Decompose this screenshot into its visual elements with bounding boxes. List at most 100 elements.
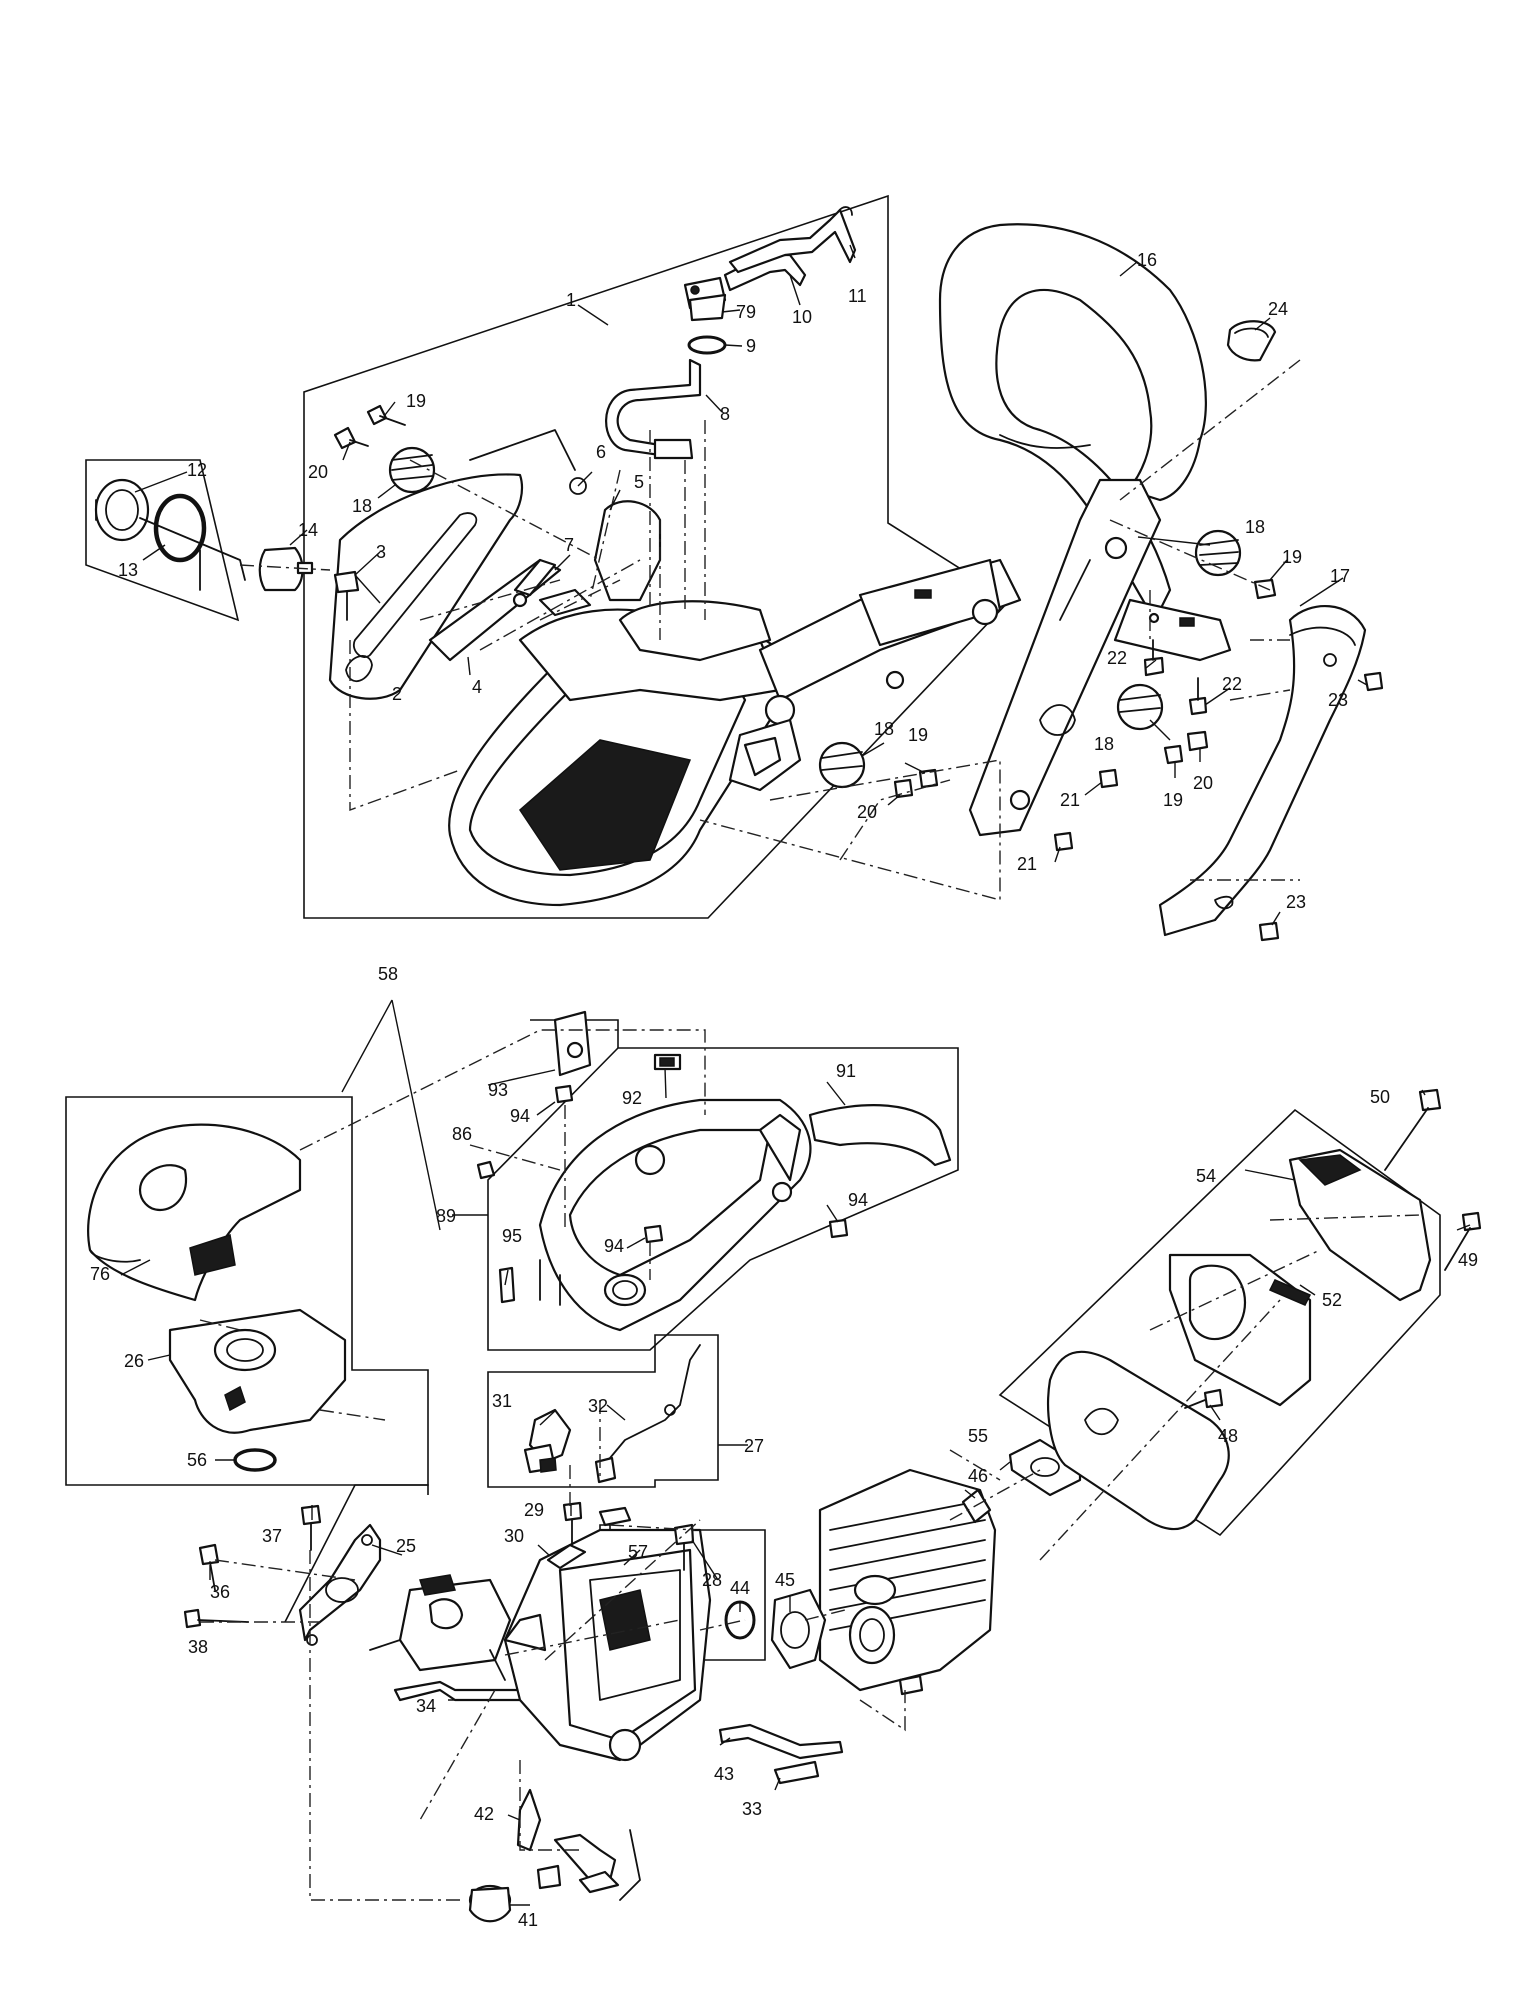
callout-43: 43 bbox=[714, 1764, 734, 1784]
cover-part-5 bbox=[593, 500, 662, 602]
callout-22-upper: 22 bbox=[1107, 648, 1127, 668]
muffler-body bbox=[1047, 1350, 1230, 1531]
fuel-cap-group-frame bbox=[85, 459, 240, 622]
callout-19-left: 19 bbox=[406, 391, 426, 411]
callout-57: 57 bbox=[628, 1542, 648, 1562]
callout-54: 54 bbox=[1196, 1166, 1216, 1186]
screw-part-37 bbox=[300, 1504, 322, 1551]
screw-part-21-lower bbox=[1053, 831, 1074, 852]
side-handle-part-17 bbox=[1158, 604, 1367, 937]
housing-part-89 bbox=[538, 1098, 812, 1332]
o-ring-part-13 bbox=[153, 493, 207, 563]
bracket-part-93 bbox=[553, 1010, 592, 1077]
callout-23-upper: 23 bbox=[1328, 690, 1348, 710]
screw-part-36 bbox=[198, 1543, 220, 1591]
callout-50: 50 bbox=[1370, 1087, 1390, 1107]
screw-part-19-left bbox=[366, 404, 406, 426]
bolt-part-50 bbox=[1384, 1088, 1442, 1171]
cover-part-26 bbox=[168, 1308, 347, 1434]
callout-38: 38 bbox=[188, 1637, 208, 1657]
plate-part-57 bbox=[598, 1506, 632, 1527]
mount-part-25 bbox=[298, 1523, 382, 1646]
plate-part-92 bbox=[653, 1053, 682, 1071]
mount-plate bbox=[1113, 598, 1232, 662]
callout-30: 30 bbox=[504, 1526, 524, 1546]
screw-part-29 bbox=[562, 1501, 583, 1546]
callout-48: 48 bbox=[1218, 1426, 1238, 1446]
screw-part-22-upper bbox=[1143, 639, 1165, 677]
bottom-assembly bbox=[65, 1010, 1482, 1923]
switch-part-31 bbox=[523, 1408, 572, 1474]
callout-20-mid: 20 bbox=[857, 802, 877, 822]
callout-58: 58 bbox=[378, 964, 398, 984]
callout-6: 6 bbox=[596, 442, 606, 462]
callout-41: 41 bbox=[518, 1910, 538, 1930]
side-cover-part-2 bbox=[328, 473, 524, 700]
callout-4: 4 bbox=[472, 677, 482, 697]
callout-18-left: 18 bbox=[352, 496, 372, 516]
callout-9: 9 bbox=[746, 336, 756, 356]
callout-25: 25 bbox=[396, 1536, 416, 1556]
housing-group-frame bbox=[303, 194, 1012, 919]
callout-19-right: 19 bbox=[1282, 547, 1302, 567]
callout-94-right: 94 bbox=[848, 1190, 868, 1210]
callout-18-right: 18 bbox=[1245, 517, 1265, 537]
switch-group-frame-27 bbox=[487, 1334, 719, 1488]
callout-31: 31 bbox=[492, 1391, 512, 1411]
callout-26: 26 bbox=[124, 1351, 144, 1371]
spring-part-6 bbox=[469, 429, 587, 495]
rod-part-34 bbox=[393, 1680, 527, 1702]
callout-94-top: 94 bbox=[510, 1106, 530, 1126]
carburetor bbox=[369, 1574, 512, 1681]
callout-33: 33 bbox=[742, 1799, 762, 1819]
cylinder bbox=[818, 1468, 997, 1696]
spring-part-18-left bbox=[388, 446, 436, 494]
callout-46: 46 bbox=[968, 1466, 988, 1486]
callout-21-upper: 21 bbox=[1060, 790, 1080, 810]
callout-79: 79 bbox=[736, 302, 756, 322]
callout-23-lower: 23 bbox=[1286, 892, 1306, 912]
screw-part-20-left bbox=[333, 426, 369, 450]
crankcase-housing bbox=[503, 1528, 712, 1762]
callout-3: 3 bbox=[376, 542, 386, 562]
clip-part-30 bbox=[546, 1543, 587, 1570]
spring-part-18-mid bbox=[818, 741, 866, 789]
bolt-part-48 bbox=[1184, 1388, 1224, 1409]
callout-86: 86 bbox=[452, 1124, 472, 1144]
callout-42: 42 bbox=[474, 1804, 494, 1824]
front-handle-bracket bbox=[968, 478, 1162, 837]
top-assembly bbox=[85, 194, 1384, 942]
callout-93: 93 bbox=[488, 1080, 508, 1100]
callout-29: 29 bbox=[524, 1500, 544, 1520]
callout-27: 27 bbox=[744, 1436, 764, 1456]
callout-55: 55 bbox=[968, 1426, 988, 1446]
callout-21-lower: 21 bbox=[1017, 854, 1037, 874]
screw-part-23-lower bbox=[1258, 921, 1280, 942]
callout-36: 36 bbox=[210, 1582, 230, 1602]
callout-92: 92 bbox=[622, 1088, 642, 1108]
callout-22-lower: 22 bbox=[1222, 674, 1242, 694]
hose-part-43 bbox=[718, 1723, 844, 1760]
callout-16: 16 bbox=[1137, 250, 1157, 270]
callout-1: 1 bbox=[566, 290, 576, 310]
hose-part-33 bbox=[773, 1760, 820, 1785]
end-cap-part-24 bbox=[1226, 320, 1277, 362]
crankcase-group-frame bbox=[284, 1484, 429, 1623]
callout-14: 14 bbox=[298, 520, 318, 540]
primer-bulb-part-41 bbox=[468, 1829, 641, 1923]
fuel-cap-part-12 bbox=[94, 478, 150, 542]
callout-52: 52 bbox=[1322, 1290, 1342, 1310]
callout-13: 13 bbox=[118, 560, 138, 580]
fuel-line-part-42 bbox=[516, 1788, 617, 1882]
intake-part-45 bbox=[770, 1588, 827, 1670]
callout-8: 8 bbox=[720, 404, 730, 424]
deflector-part-91 bbox=[808, 1104, 952, 1167]
callout-32: 32 bbox=[588, 1396, 608, 1416]
callout-19-lower: 19 bbox=[1163, 790, 1183, 810]
callout-11: 11 bbox=[848, 286, 867, 306]
callout-45: 45 bbox=[775, 1570, 795, 1590]
callout-19-mid: 19 bbox=[908, 725, 928, 745]
callout-labels: 1 2 3 4 5 6 7 8 9 10 11 12 13 14 16 17 1… bbox=[90, 250, 1478, 1930]
screw-part-21-upper bbox=[1098, 768, 1119, 789]
